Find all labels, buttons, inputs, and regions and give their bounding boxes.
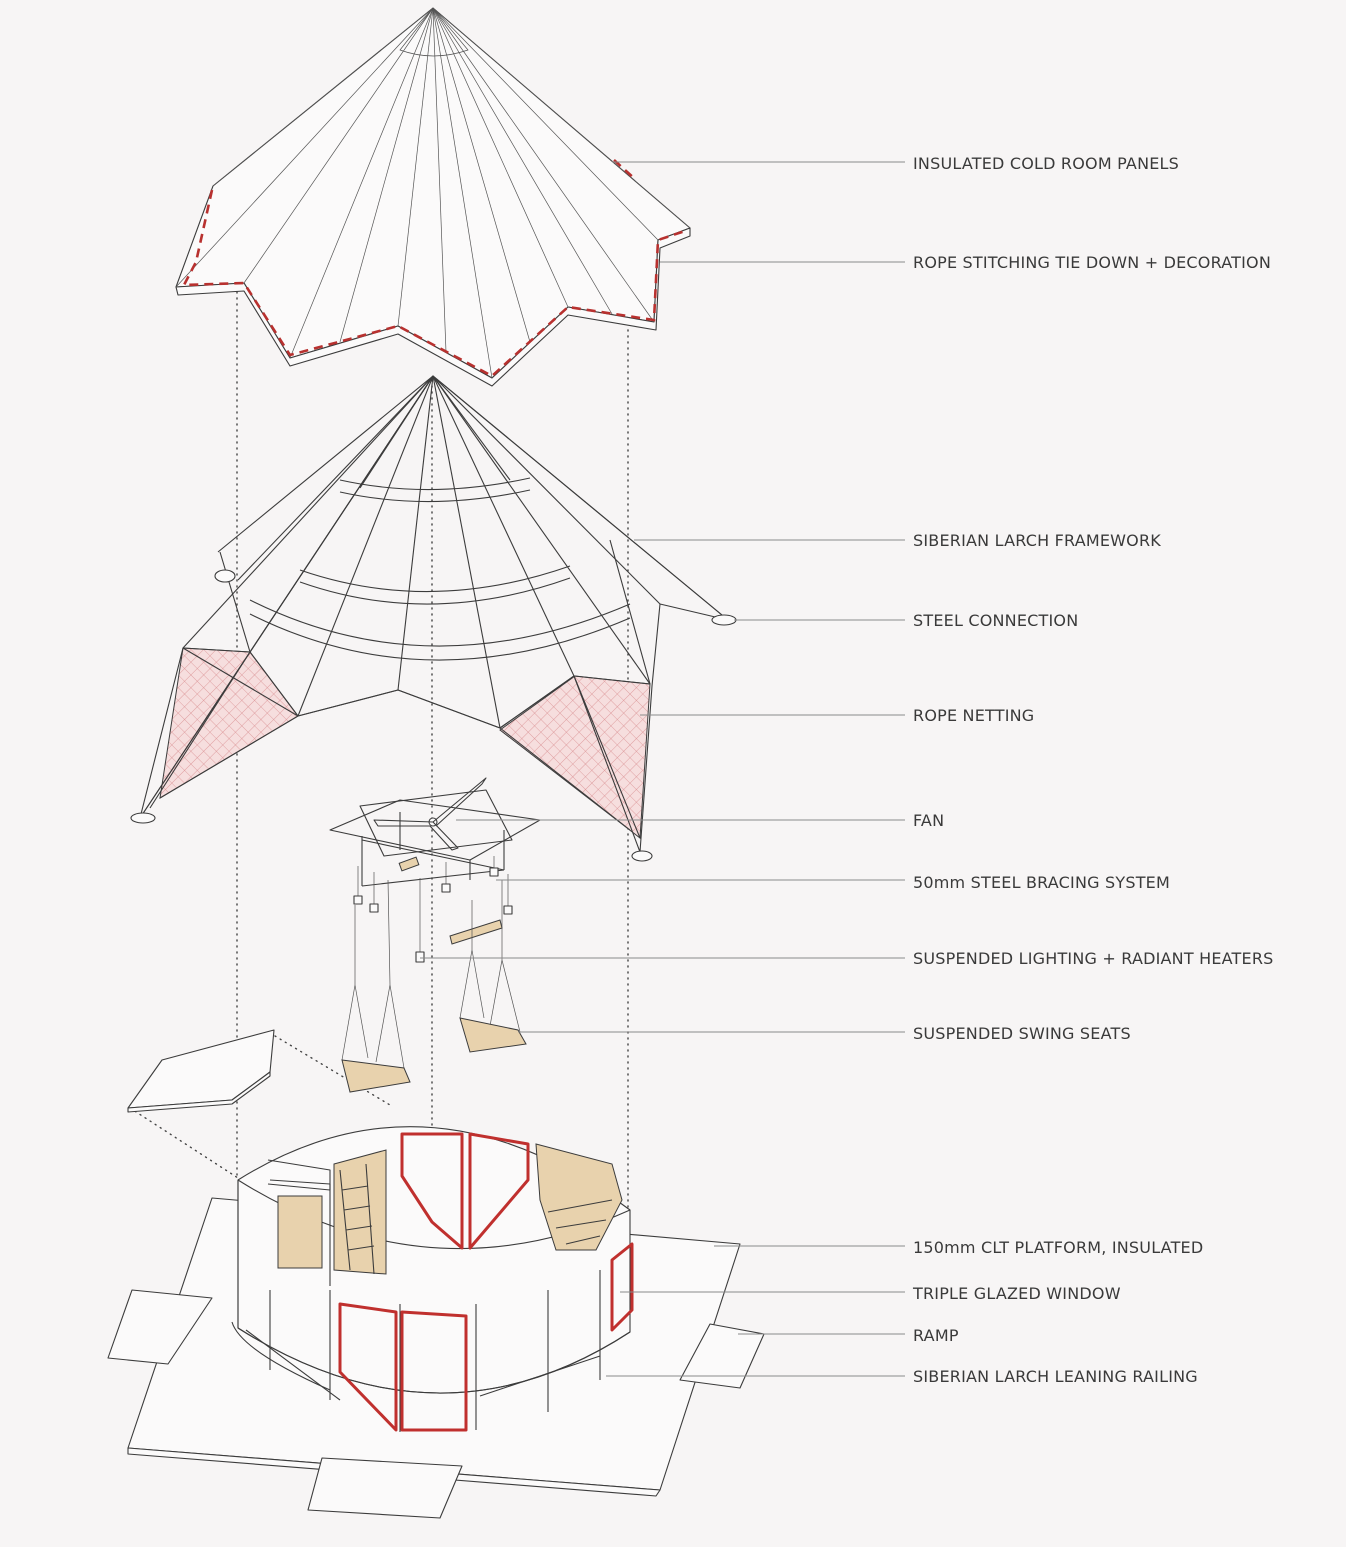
swing-seats [341,879,527,1093]
label-steel-connection: STEEL CONNECTION [913,611,1078,630]
label-fan: FAN [913,811,944,830]
label-clt-platform: 150mm CLT PLATFORM, INSULATED [913,1238,1203,1257]
leader-lines [420,161,905,1377]
label-siberian-larch-framework: SIBERIAN LARCH FRAMEWORK [913,531,1161,550]
label-suspended-lighting: SUSPENDED LIGHTING + RADIANT HEATERS [913,949,1274,968]
larch-framework [130,375,737,862]
callout-labels: INSULATED COLD ROOM PANELS ROPE STITCHIN… [912,154,1274,1386]
rope-stitching-lines [181,159,689,378]
steel-bracing-system [329,789,541,887]
label-insulated-cold-room-panels: INSULATED COLD ROOM PANELS [913,154,1179,173]
interior-ladder [333,1149,387,1275]
triple-glazed-window-frame [610,1242,634,1332]
label-triple-glazed-window: TRIPLE GLAZED WINDOW [912,1284,1121,1303]
fan [373,777,487,851]
door-frames [338,1132,634,1432]
suspended-lights [353,856,513,963]
label-rope-stitching: ROPE STITCHING TIE DOWN + DECORATION [913,253,1271,272]
label-steel-bracing-system: 50mm STEEL BRACING SYSTEM [913,873,1170,892]
floor-lid [127,1029,275,1113]
label-rope-netting: ROPE NETTING [913,706,1034,725]
ramp-right [679,1323,765,1389]
ramp-left [107,1289,213,1365]
ramp-front [307,1457,463,1519]
label-suspended-swing-seats: SUSPENDED SWING SEATS [913,1024,1131,1043]
enclosure-walls [231,1126,631,1432]
label-leaning-railing: SIBERIAN LARCH LEANING RAILING [913,1367,1198,1386]
label-ramp: RAMP [913,1326,959,1345]
roof-panels [175,7,691,387]
interior-stair [535,1143,623,1251]
interior-door [277,1195,323,1269]
